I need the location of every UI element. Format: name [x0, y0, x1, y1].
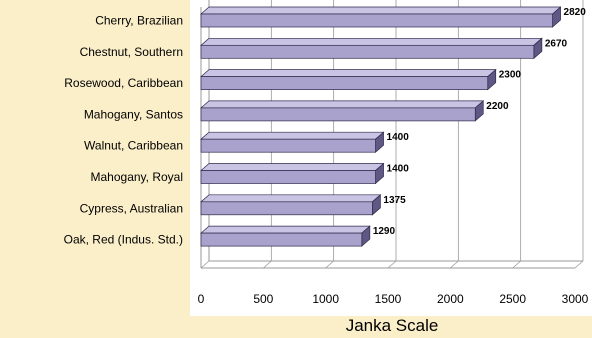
x-tick-label: 2500: [499, 292, 526, 306]
bar-top-face: [200, 225, 371, 234]
bars-layer: [200, 6, 562, 247]
category-label: Mahogany, Royal: [91, 170, 184, 184]
bar-front-face: [200, 232, 363, 247]
x-tick-label: 2000: [437, 292, 464, 306]
bar-front-face: [200, 13, 553, 28]
category-label: Rosewood, Caribbean: [64, 76, 183, 90]
bar-1: [200, 6, 562, 28]
bar-front-face: [200, 201, 373, 216]
value-label: 1290: [373, 226, 396, 237]
value-label: 1400: [387, 132, 410, 143]
bar-8: [200, 225, 371, 247]
bar-top-face: [200, 69, 497, 77]
value-label: 1400: [387, 164, 410, 175]
value-label: 1375: [383, 195, 406, 206]
bar-top-face: [200, 100, 485, 109]
x-tick-label: 3000: [562, 292, 589, 306]
bar-top-face: [200, 163, 385, 171]
category-label: Cypress, Australian: [80, 201, 183, 215]
bar-2: [200, 37, 543, 60]
bar-4: [200, 100, 485, 122]
x-tick-label: 0: [198, 292, 205, 306]
bar-6: [200, 162, 385, 185]
bar-5: [200, 131, 385, 153]
bar-top-face: [200, 37, 543, 46]
x-tick-label: 1500: [375, 292, 402, 306]
value-label: 2300: [499, 70, 522, 81]
x-tick-label: 500: [253, 292, 273, 306]
bar-top-face: [200, 131, 385, 140]
value-label: 2200: [486, 101, 509, 112]
x-axis-title: Janka Scale: [346, 316, 439, 335]
bar-front-face: [200, 76, 489, 90]
category-label: Oak, Red (Indus. Std.): [64, 233, 183, 247]
bar-3: [200, 68, 497, 91]
value-label: 2670: [545, 38, 568, 49]
category-label: Chestnut, Southern: [80, 45, 183, 59]
value-label: 2820: [564, 7, 587, 18]
bar-front-face: [200, 44, 535, 59]
x-tick-label: 1000: [312, 292, 339, 306]
bar-front-face: [200, 107, 476, 122]
bar-top-face: [200, 194, 382, 203]
category-label: Walnut, Caribbean: [84, 139, 183, 153]
ticks-layer: 0 500 1000 1500 2000 2500 3000: [198, 292, 589, 306]
category-label: Mahogany, Santos: [84, 107, 183, 121]
bar-front-face: [200, 138, 376, 153]
bar-front-face: [200, 170, 376, 184]
bar-top-face: [200, 6, 562, 15]
bar-7: [200, 194, 382, 216]
category-label: Cherry, Brazilian: [95, 14, 183, 28]
